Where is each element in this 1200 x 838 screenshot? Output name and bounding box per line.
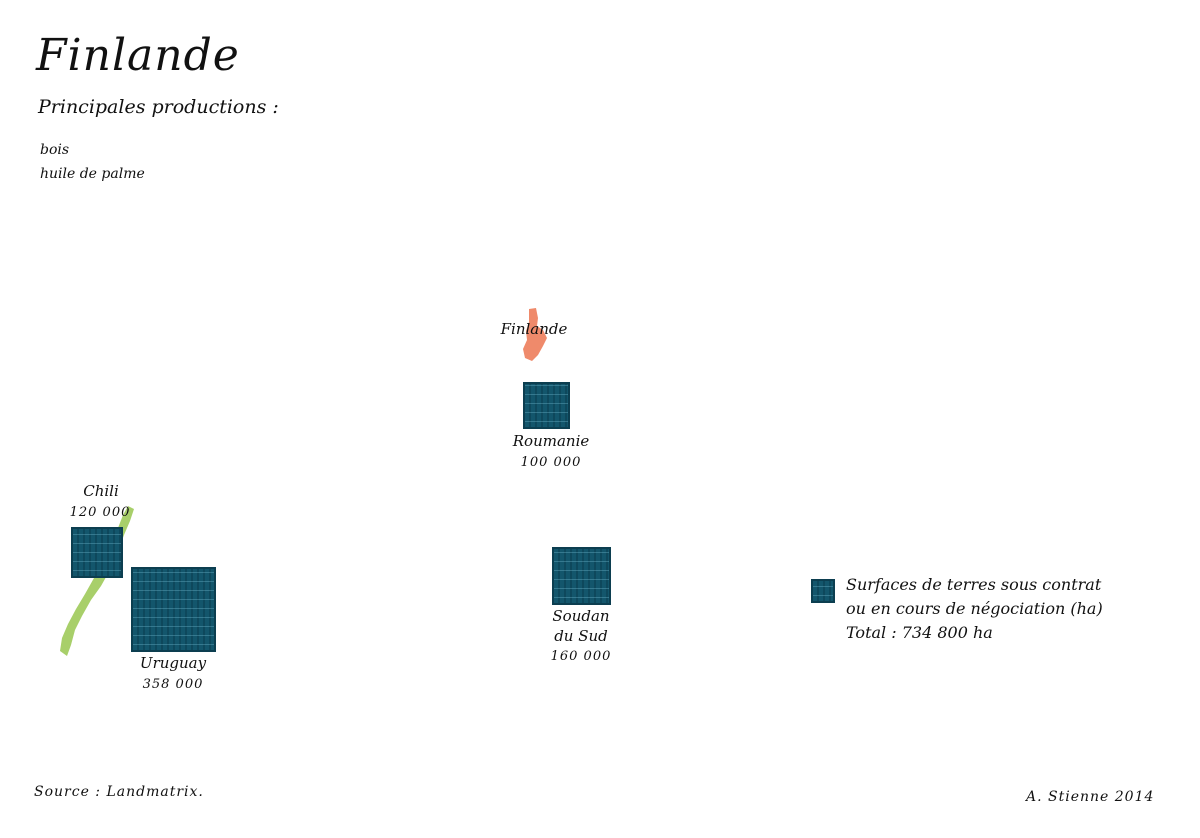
source-note: Source : Landmatrix. xyxy=(34,784,204,800)
south-sudan-value: 160 000 xyxy=(550,649,612,664)
productions-list: bois huile de palme xyxy=(40,138,145,186)
legend-text: Surfaces de terres sous contrat ou en co… xyxy=(846,573,1103,645)
south-sudan-label-line1: Soudan xyxy=(552,607,610,625)
south-sudan-label-line2: du Sud xyxy=(554,627,608,645)
productions-heading: Principales productions : xyxy=(38,96,279,118)
author-credit: A. Stienne 2014 xyxy=(1026,789,1155,805)
map-title: Finlande xyxy=(36,30,240,81)
uruguay-label: Uruguay xyxy=(139,654,207,672)
romania-square xyxy=(523,382,570,429)
production-item: bois xyxy=(40,142,70,158)
legend-swatch xyxy=(811,579,835,603)
legend-total: Total : 734 800 ha xyxy=(846,623,993,642)
chile-square xyxy=(71,527,123,578)
south-sudan-square xyxy=(552,547,611,605)
legend-line-2: ou en cours de négociation (ha) xyxy=(846,599,1103,618)
finland-label: Finlande xyxy=(500,320,568,338)
finland-shape xyxy=(523,308,547,361)
chile-value: 120 000 xyxy=(69,505,131,520)
romania-label: Roumanie xyxy=(512,432,590,450)
chile-label: Chili xyxy=(83,482,119,500)
legend-line-1: Surfaces de terres sous contrat xyxy=(846,575,1102,594)
uruguay-square xyxy=(131,567,216,652)
production-item: huile de palme xyxy=(40,166,145,182)
romania-value: 100 000 xyxy=(520,455,582,470)
uruguay-value: 358 000 xyxy=(142,677,204,692)
